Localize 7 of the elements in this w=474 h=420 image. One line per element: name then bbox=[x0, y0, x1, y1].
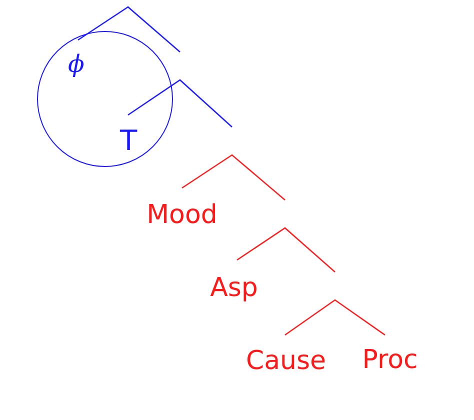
node-label: Proc bbox=[362, 347, 418, 373]
circle bbox=[37, 31, 173, 167]
node-label: Mood bbox=[146, 202, 218, 228]
node-label: Cause bbox=[246, 348, 326, 374]
symbol-label: ϕ bbox=[68, 52, 84, 76]
node-label: Asp bbox=[210, 275, 258, 301]
node-label: T bbox=[120, 127, 138, 155]
